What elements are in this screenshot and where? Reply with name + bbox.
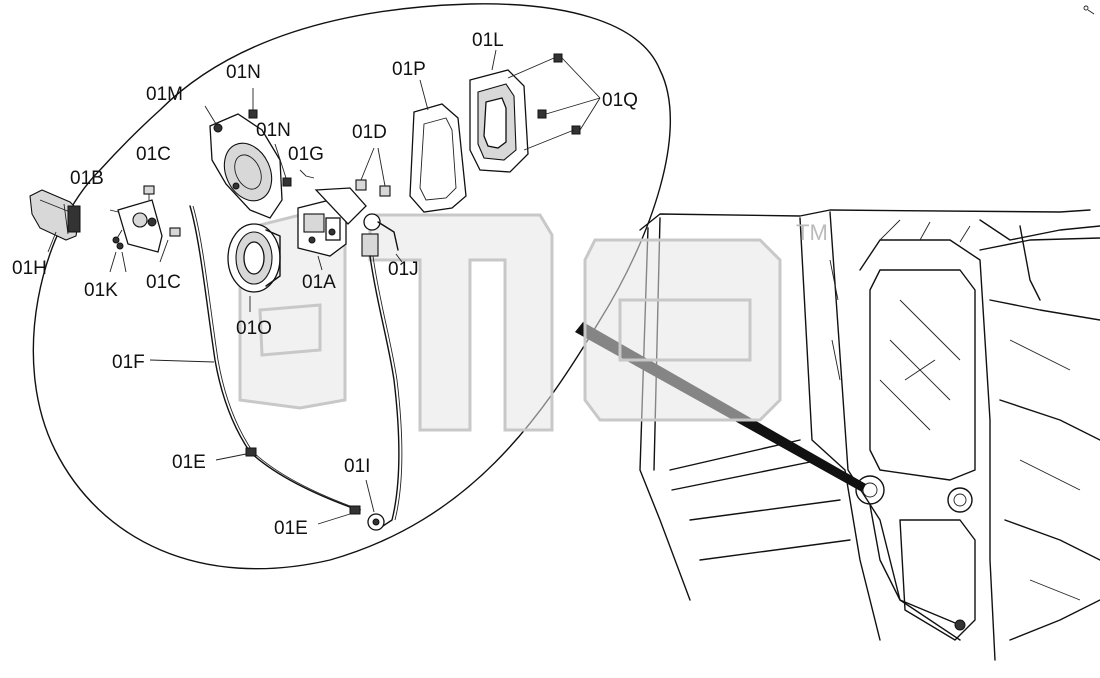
callout-01c-bottom: 01C bbox=[146, 272, 181, 293]
callout-01n-top: 01N bbox=[226, 62, 261, 83]
callout-01d: 01D bbox=[352, 122, 387, 143]
callout-01i: 01I bbox=[344, 456, 370, 477]
clip-01e-lower bbox=[317, 505, 361, 525]
bracket-01b bbox=[109, 199, 163, 273]
callout-01k: 01K bbox=[84, 280, 118, 301]
cup-01l bbox=[469, 49, 529, 173]
callout-01a: 01A bbox=[302, 272, 336, 293]
callout-01j: 01J bbox=[388, 259, 419, 280]
callout-01g: 01G bbox=[288, 144, 324, 165]
corner-mark-icon bbox=[1083, 5, 1095, 15]
housing-01m bbox=[204, 105, 283, 219]
callout-01e-upper: 01E bbox=[172, 452, 206, 473]
seal-01o bbox=[227, 223, 281, 312]
handle-01h bbox=[29, 189, 81, 253]
screw-01n-top bbox=[248, 88, 258, 119]
connector-01j bbox=[361, 213, 403, 263]
screw-01c-top bbox=[143, 185, 155, 200]
cable-01f bbox=[149, 205, 362, 511]
trademark-mark: TM bbox=[796, 220, 828, 245]
callout-01m: 01M bbox=[146, 84, 183, 105]
callout-bubble bbox=[32, 3, 672, 570]
callout-01n-mid: 01N bbox=[256, 120, 291, 141]
gasket-01p bbox=[409, 79, 467, 213]
callout-01e-lower: 01E bbox=[274, 518, 308, 539]
latch-01a bbox=[297, 199, 347, 271]
cable-01i bbox=[365, 255, 403, 531]
callout-01c-top: 01C bbox=[136, 144, 171, 165]
screw-01c-bottom bbox=[159, 227, 181, 263]
callout-01h: 01H bbox=[12, 258, 47, 279]
callout-01p: 01P bbox=[392, 59, 426, 80]
screw-01n-mid bbox=[274, 143, 292, 187]
callout-01f: 01F bbox=[112, 352, 145, 373]
callout-01b: 01B bbox=[70, 168, 104, 189]
callout-01o: 01O bbox=[236, 318, 272, 339]
clip-01e-upper bbox=[215, 447, 257, 461]
bolt-01d bbox=[355, 147, 391, 197]
callout-01l: 01L bbox=[472, 30, 504, 51]
callout-01q: 01Q bbox=[602, 90, 638, 111]
plate-01g bbox=[299, 169, 367, 225]
screws-01q bbox=[507, 53, 601, 151]
